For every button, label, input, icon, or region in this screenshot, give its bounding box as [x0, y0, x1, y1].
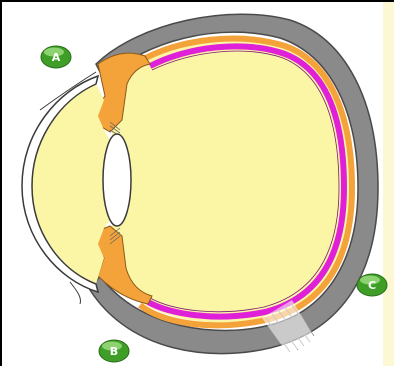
frame-left-border — [0, 0, 2, 366]
frame-bottom-left — [0, 362, 2, 366]
marker-a[interactable]: A — [41, 46, 71, 68]
lens — [103, 134, 131, 226]
frame-top-border — [0, 0, 394, 2]
right-strip — [383, 0, 394, 366]
marker-b[interactable]: B — [99, 340, 129, 362]
marker-a-label: A — [52, 51, 61, 64]
marker-c[interactable]: C — [357, 274, 387, 296]
marker-c-label: C — [368, 279, 376, 292]
marker-b-label: B — [110, 345, 118, 358]
